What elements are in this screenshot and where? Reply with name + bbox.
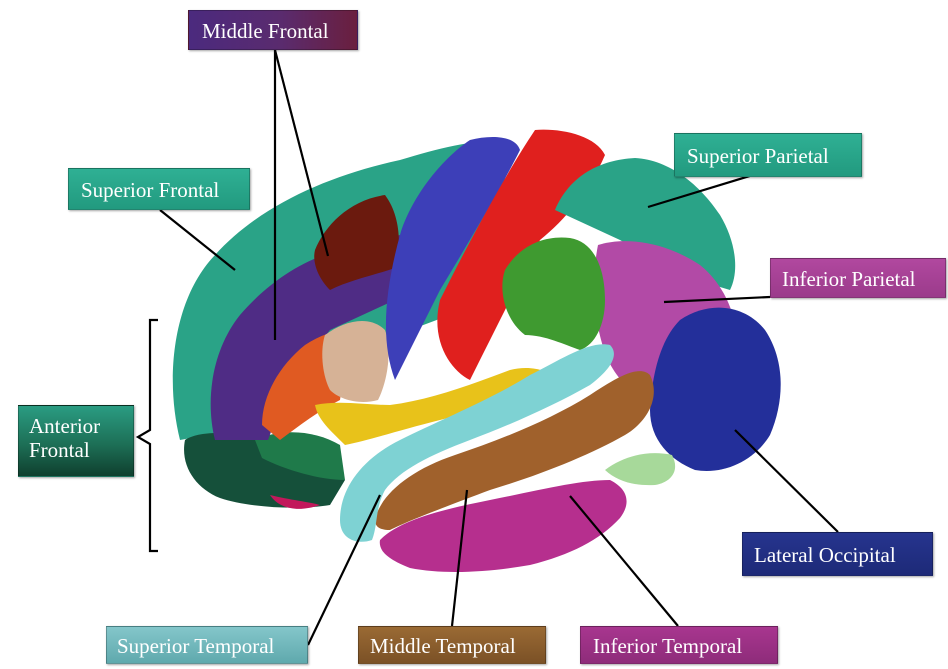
leader-superior-frontal [160, 210, 235, 270]
region-fusiform [605, 453, 675, 485]
label-superior-parietal: Superior Parietal [674, 133, 862, 177]
label-superior-temporal: Superior Temporal [106, 626, 308, 664]
label-middle-temporal: Middle Temporal [358, 626, 546, 664]
anterior-frontal-bracket [138, 320, 158, 551]
label-inferior-temporal: Inferior Temporal [580, 626, 778, 664]
label-lateral-occipital: Lateral Occipital [742, 532, 933, 576]
region-pars-opercularis [322, 321, 388, 402]
label-anterior-frontal: Anterior Frontal [18, 405, 134, 477]
label-superior-frontal: Superior Frontal [68, 168, 250, 210]
region-supramarginal [502, 237, 605, 350]
leader-lateral-occipital [735, 430, 838, 532]
label-middle-frontal: Middle Frontal [188, 10, 358, 50]
leader-inferior-temporal [570, 496, 678, 626]
label-inferior-parietal: Inferior Parietal [770, 258, 946, 298]
